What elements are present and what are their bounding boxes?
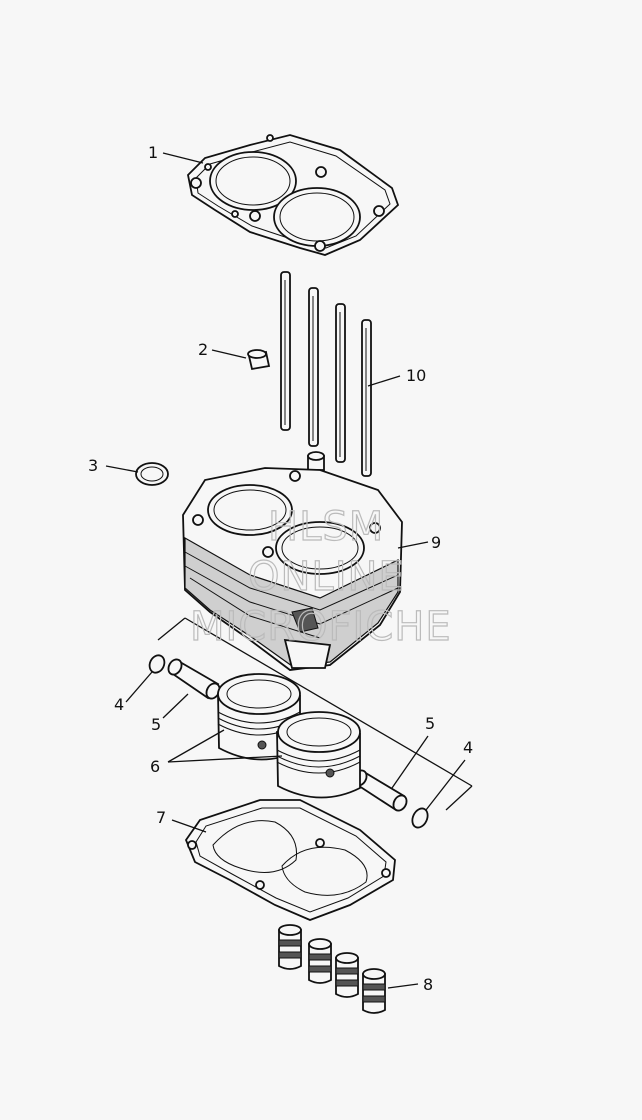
callout-2: 2 (198, 340, 208, 359)
head-gasket (187, 134, 400, 256)
callout-10: 10 (406, 366, 426, 385)
callout-5-left: 5 (151, 715, 161, 734)
piston-pin-left (167, 658, 221, 700)
callout-4-left: 4 (114, 695, 124, 714)
cylinder-studs (280, 271, 372, 477)
piston-group-bracket (157, 617, 473, 811)
callout-9: 9 (431, 533, 441, 552)
circlip-left (148, 654, 166, 674)
callout-6: 6 (150, 757, 160, 776)
lifter-3 (335, 952, 359, 998)
plug (135, 462, 169, 486)
callout-8: 8 (423, 975, 433, 994)
lifter-2 (308, 938, 332, 984)
base-gasket (184, 799, 396, 921)
callout-3: 3 (88, 456, 98, 475)
cylinder-dowel (307, 451, 325, 471)
lifter-4 (362, 968, 386, 1014)
watermark: HLSM ONLINE MICROFICHE (189, 503, 452, 650)
dowel-sleeve (247, 349, 271, 371)
lifter-1 (278, 924, 302, 970)
piston-right (276, 711, 361, 799)
callout-7: 7 (156, 808, 166, 827)
circlip-right (411, 807, 429, 829)
callout-5-right: 5 (425, 714, 435, 733)
leader-lines (105, 152, 466, 989)
cylinder (182, 467, 403, 671)
watermark-line-2: ONLINE (248, 554, 405, 600)
watermark-line-1: HLSM (268, 504, 384, 550)
callout-4-right: 4 (463, 738, 473, 757)
watermark-line-3: MICROFICHE (190, 604, 452, 650)
callout-1: 1 (148, 143, 158, 162)
